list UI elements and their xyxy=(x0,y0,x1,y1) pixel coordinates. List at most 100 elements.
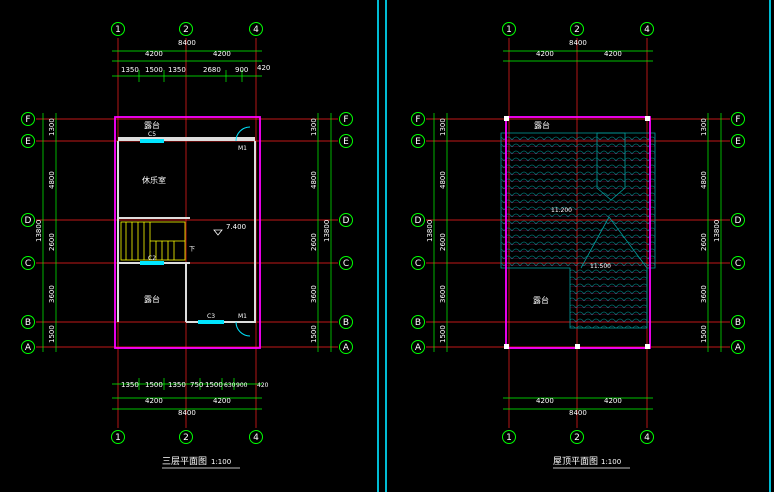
roof-dim-half-bottom-right: 4200 xyxy=(604,397,622,405)
roof-axis-top-1: 1 xyxy=(506,25,512,35)
roof-axis-top-4: 4 xyxy=(644,25,650,35)
dim-half-bottom-left: 4200 xyxy=(145,397,163,405)
roof-dim-left-seg-1: 1300 xyxy=(439,118,447,136)
roof-axis-bottom-2: 2 xyxy=(574,433,580,443)
roof-plan xyxy=(411,22,745,444)
dim-left-seg-2: 4800 xyxy=(48,171,56,189)
roof-axis-left-F: F xyxy=(415,115,420,125)
dim-half-top-left: 4200 xyxy=(145,50,163,58)
tag-c5: C5 xyxy=(148,131,156,138)
room-terrace-top: 露台 xyxy=(144,120,160,130)
roof-dim-half-bottom-left: 4200 xyxy=(536,397,554,405)
elevation-marker-icon xyxy=(213,229,223,236)
dim-top-seg-5: 900 xyxy=(235,66,248,74)
axis-grid-lines xyxy=(36,38,338,428)
dim-top-seg-4: 2680 xyxy=(203,66,221,74)
tag-c3: C3 xyxy=(207,313,215,320)
roof-axis-top-2: 2 xyxy=(574,25,580,35)
sheet2-scale: 1:100 xyxy=(601,458,621,466)
axis-left-D: D xyxy=(25,216,32,226)
roof-axis-right-B: B xyxy=(735,318,741,328)
roof-axis-right-E: E xyxy=(735,137,741,147)
dim-bottom-end: 420 xyxy=(257,382,269,389)
axis-left-C: C xyxy=(25,259,31,269)
dim-bottom-seg-2: 1500 xyxy=(145,381,163,389)
roof-axis-right-F: F xyxy=(735,115,740,125)
dim-overall-bottom: 8400 xyxy=(178,409,196,417)
dim-bottom-seg-3: 1350 xyxy=(168,381,186,389)
axis-right-E: E xyxy=(343,137,349,147)
roof-dim-right-seg-1: 1300 xyxy=(700,118,708,136)
roof-axis-right-C: C xyxy=(735,259,741,269)
dim-right-seg-2: 4800 xyxy=(310,171,318,189)
dim-left-seg-1: 1300 xyxy=(48,118,56,136)
axis-top-4: 4 xyxy=(253,25,259,35)
roof-elevation-1: 11.200 xyxy=(551,207,572,214)
dim-left-seg-4: 3600 xyxy=(48,285,56,303)
roof-dim-overall-top: 8400 xyxy=(569,39,587,47)
room-terrace-bottom: 露台 xyxy=(144,294,160,304)
roof-axis-bottom-4: 4 xyxy=(644,433,650,443)
roof-dim-right-seg-3: 2600 xyxy=(700,233,708,251)
roof-dim-right-total: 13800 xyxy=(713,220,721,242)
sheet1-scale: 1:100 xyxy=(211,458,231,466)
dim-right-seg-4: 3600 xyxy=(310,285,318,303)
axis-left-A: A xyxy=(25,343,32,353)
axis-right-B: B xyxy=(343,318,349,328)
dim-top-seg-1: 1350 xyxy=(121,66,139,74)
roof-dim-left-seg-2: 4800 xyxy=(439,171,447,189)
roof-terrace-bottom: 露台 xyxy=(533,295,549,305)
dimension-lines-roof xyxy=(433,50,722,410)
roof-dim-half-top-right: 4200 xyxy=(604,50,622,58)
tag-m1-top: M1 xyxy=(238,145,247,152)
dim-top-seg-2: 1500 xyxy=(145,66,163,74)
axis-top-1: 1 xyxy=(115,25,121,35)
roof-dim-overall-bottom: 8400 xyxy=(569,409,587,417)
axis-left-E: E xyxy=(25,137,31,147)
dim-left-seg-5: 1500 xyxy=(48,325,56,343)
roof-dim-right-seg-2: 4800 xyxy=(700,171,708,189)
third-floor-plan xyxy=(21,22,353,444)
dim-half-bottom-right: 4200 xyxy=(213,397,231,405)
dim-right-seg-3: 2600 xyxy=(310,233,318,251)
roof-elevation-2: 11.500 xyxy=(590,263,611,270)
axis-left-F: F xyxy=(25,115,30,125)
sheet1-title: 三层平面图 xyxy=(162,456,207,467)
dim-bottom-seg-7: 900 xyxy=(236,382,248,389)
roof-dim-half-top-left: 4200 xyxy=(536,50,554,58)
dim-left-total: 13800 xyxy=(35,220,43,242)
dim-bottom-seg-4: 750 xyxy=(190,381,203,389)
dim-bottom-seg-6: 630 xyxy=(224,382,236,389)
sheet-frames xyxy=(377,0,771,492)
axis-right-F: F xyxy=(343,115,348,125)
roof-terrace-top: 露台 xyxy=(534,120,550,130)
axis-bubbles xyxy=(21,22,353,444)
axis-bottom-1: 1 xyxy=(115,433,121,443)
axis-bubbles-roof xyxy=(411,22,745,444)
roof-axis-left-C: C xyxy=(415,259,421,269)
roof-axis-bottom-1: 1 xyxy=(506,433,512,443)
roof-dim-right-seg-5: 1500 xyxy=(700,325,708,343)
dim-top-end: 420 xyxy=(257,64,270,72)
dim-bottom-seg-5: 1500 xyxy=(205,381,223,389)
dimension-lines xyxy=(42,50,332,410)
dim-half-top-right: 4200 xyxy=(213,50,231,58)
roof-dim-left-seg-5: 1500 xyxy=(439,325,447,343)
walls xyxy=(114,116,261,349)
axis-bottom-4: 4 xyxy=(253,433,259,443)
axis-right-C: C xyxy=(343,259,349,269)
axis-bottom-2: 2 xyxy=(183,433,189,443)
roof-dim-left-seg-3: 2600 xyxy=(439,233,447,251)
roof-dim-left-total: 13800 xyxy=(426,220,434,242)
roof-axis-right-D: D xyxy=(735,216,742,226)
room-activity: 休乐室 xyxy=(142,175,166,185)
text-layer: 1 2 4 1 2 4 F E D C B A F E D C B A 8400… xyxy=(25,25,742,467)
dim-overall-top: 8400 xyxy=(178,39,196,47)
elevation-label: 7.400 xyxy=(226,223,246,231)
axis-right-D: D xyxy=(343,216,350,226)
dim-bottom-seg-1: 1350 xyxy=(121,381,139,389)
roof-dim-left-seg-4: 3600 xyxy=(439,285,447,303)
axis-top-2: 2 xyxy=(183,25,189,35)
roof-axis-right-A: A xyxy=(735,343,742,353)
